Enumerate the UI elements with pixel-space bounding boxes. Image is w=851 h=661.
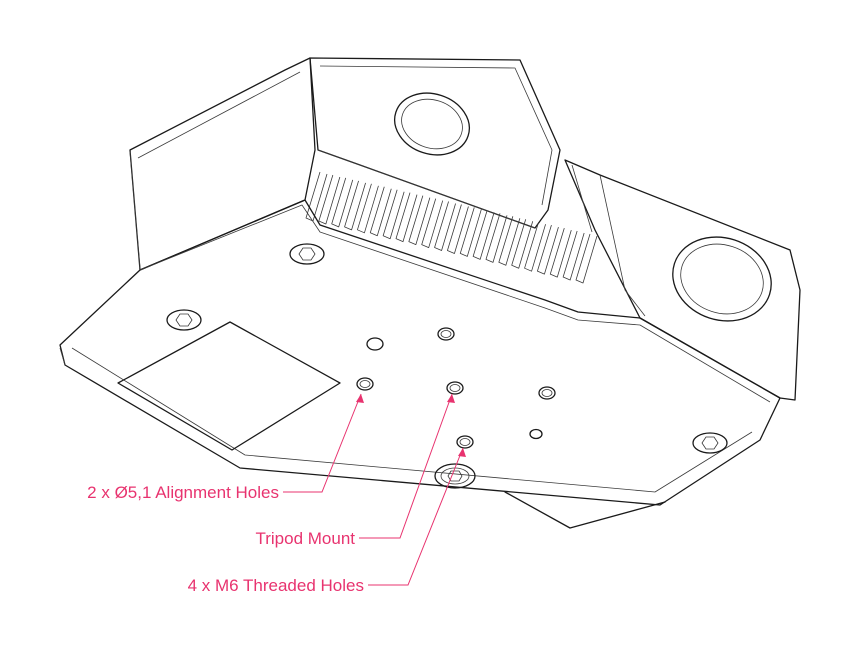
- label-area: [117, 321, 341, 451]
- cooling-fin: [537, 225, 559, 275]
- cooling-fin: [459, 207, 482, 257]
- cooling-fin: [447, 204, 469, 254]
- leader-lines: [283, 393, 466, 586]
- threaded-hole-icon: [538, 386, 556, 400]
- cooling-fin: [511, 219, 534, 269]
- screw-icon: [166, 309, 202, 331]
- alignment-hole-icon: [446, 381, 464, 395]
- cooling-fin: [575, 233, 598, 284]
- bottom-plate: [59, 199, 781, 529]
- screw-icon: [692, 432, 728, 454]
- threaded-hole-icon: [437, 327, 455, 341]
- cooling-fin: [434, 201, 456, 251]
- cooling-fin: [421, 198, 444, 248]
- cooling-fin: [395, 192, 418, 243]
- cooling-fin: [549, 227, 572, 278]
- cooling-fin: [344, 180, 366, 231]
- threaded-hole-icon: [356, 377, 374, 391]
- cooling-fin: [408, 195, 431, 246]
- cooling-fin: [369, 186, 392, 237]
- upper-lens-icon: [394, 92, 470, 156]
- upper-sensor-housing: [309, 57, 561, 229]
- cooling-fin: [524, 222, 546, 272]
- cooling-fin: [498, 216, 521, 266]
- cooling-fin: [305, 171, 328, 222]
- alignment-hole-icon: [366, 337, 384, 351]
- cooling-fin: [318, 174, 341, 225]
- rear-housing: [129, 57, 316, 271]
- cooling-fin: [382, 189, 405, 240]
- small-hole-icon: [529, 428, 543, 440]
- threaded-holes-callout: 4 x M6 Threaded Holes: [188, 576, 364, 595]
- lower-sensor-housing: [564, 159, 801, 401]
- cooling-fin: [485, 213, 508, 263]
- tripod-mount-callout: Tripod Mount: [255, 529, 355, 548]
- cooling-fins: [305, 171, 598, 284]
- cooling-fin: [331, 177, 354, 228]
- alignment-holes-callout: 2 x Ø5,1 Alignment Holes: [87, 483, 279, 502]
- cooling-fin: [357, 183, 379, 234]
- threaded-hole-icon: [456, 435, 474, 449]
- cooling-fin: [562, 230, 585, 281]
- screw-icon: [289, 243, 325, 265]
- lower-lens-icon: [672, 236, 772, 322]
- cooling-fin: [472, 210, 495, 260]
